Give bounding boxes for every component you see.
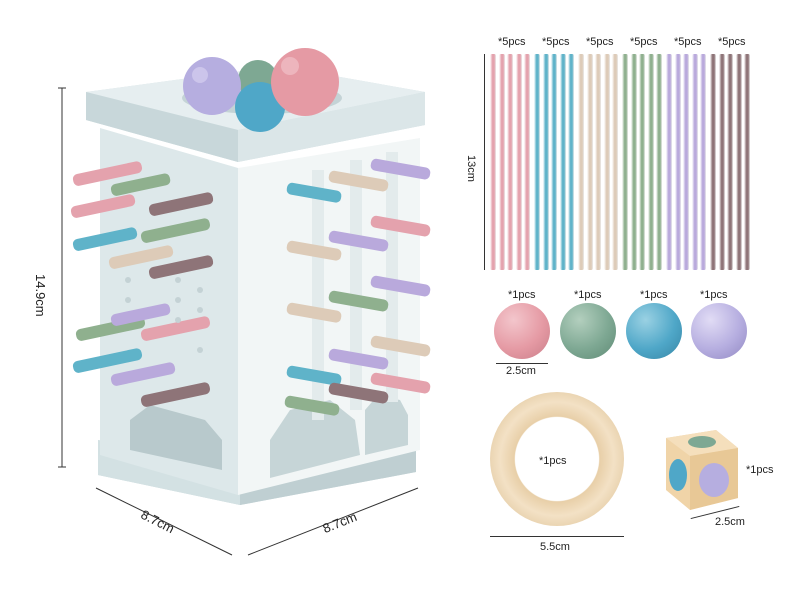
stick xyxy=(515,54,522,270)
ball-qty-label: *1pcs xyxy=(508,289,536,301)
blue-ball xyxy=(626,303,682,359)
stick xyxy=(744,54,751,270)
stick xyxy=(551,54,558,270)
lilac-ball xyxy=(691,303,747,359)
stick xyxy=(718,54,725,270)
stick-qty-label: *5pcs xyxy=(718,36,746,48)
ball-dimension-line xyxy=(496,363,548,364)
tower-holes xyxy=(125,277,203,353)
stick-qty-label: *5pcs xyxy=(674,36,702,48)
stick-tower-illustration xyxy=(58,48,431,556)
ball-qty-label: *1pcs xyxy=(640,289,668,301)
stick xyxy=(727,54,734,270)
stick xyxy=(622,54,628,270)
dice-size-label: 2.5cm xyxy=(715,516,745,528)
stick-bars xyxy=(488,54,758,270)
ring-size-label: 5.5cm xyxy=(540,541,570,553)
wooden-ring xyxy=(490,392,624,526)
stick-qty-label: *5pcs xyxy=(630,36,658,48)
green-ball xyxy=(560,303,616,359)
stick xyxy=(568,54,575,270)
stick xyxy=(542,54,549,270)
stick-qty-label: *5pcs xyxy=(498,36,526,48)
balls-row: *1pcs *1pcs *1pcs *1pcs 2.5cm xyxy=(488,285,758,385)
stick xyxy=(498,54,505,270)
stick-qty-label: *5pcs xyxy=(586,36,614,48)
tower-dimension-lines xyxy=(58,87,419,556)
stick xyxy=(586,54,593,270)
stick xyxy=(630,54,637,270)
color-dice xyxy=(666,430,738,510)
dice-qty-label: *1pcs xyxy=(746,464,774,476)
stick xyxy=(603,54,610,270)
stick xyxy=(559,54,566,270)
tower-height-label: 14.9cm xyxy=(33,274,48,317)
ring-qty-label: *1pcs xyxy=(539,455,567,467)
pink-ball xyxy=(494,303,550,359)
stick xyxy=(612,54,619,270)
sticks-dimension-line xyxy=(484,54,485,270)
stick xyxy=(647,54,654,270)
stick xyxy=(534,54,540,270)
tower-sticks-right xyxy=(284,158,431,416)
stick xyxy=(683,54,690,270)
tower-sticks-left xyxy=(70,161,214,407)
stick xyxy=(735,54,742,270)
stick xyxy=(666,54,672,270)
stick xyxy=(674,54,681,270)
ball-qty-label: *1pcs xyxy=(700,289,728,301)
stick xyxy=(507,54,514,270)
tower-balls xyxy=(183,48,339,132)
ring-dimension-line xyxy=(490,536,624,537)
stick xyxy=(710,54,716,270)
stick xyxy=(691,54,698,270)
stick xyxy=(656,54,663,270)
stick xyxy=(490,54,496,270)
sticks-qty-labels: *5pcs *5pcs *5pcs *5pcs *5pcs *5pcs xyxy=(488,36,758,50)
sticks-length-label: 13cm xyxy=(465,155,477,182)
sticks-panel: *5pcs *5pcs *5pcs *5pcs *5pcs *5pcs xyxy=(484,36,758,276)
stick xyxy=(595,54,602,270)
stick xyxy=(578,54,584,270)
stick xyxy=(639,54,646,270)
ball-qty-label: *1pcs xyxy=(574,289,602,301)
ball-size-label: 2.5cm xyxy=(506,365,536,377)
stick xyxy=(700,54,707,270)
stick xyxy=(524,54,531,270)
stick-qty-label: *5pcs xyxy=(542,36,570,48)
